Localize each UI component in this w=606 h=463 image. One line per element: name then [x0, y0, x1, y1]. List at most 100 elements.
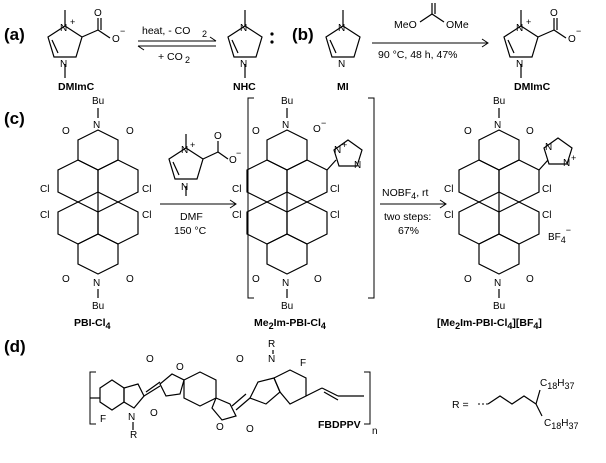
atom-n: N [338, 23, 345, 34]
r-group-label: R = [452, 399, 469, 411]
cond-c1-temp: 150 °C [174, 225, 207, 237]
cond-c2-yield: 67% [398, 225, 419, 237]
cond-b-reagent: MeO [394, 19, 417, 31]
imide-n-bot: N [282, 278, 289, 289]
dmimc-product-structure: N + N O − O [503, 8, 581, 78]
charge-minus: − [120, 26, 125, 36]
arrow-c2 [380, 199, 447, 209]
dmimc-structure: N + N O − O [47, 8, 125, 78]
cond-a-reverse: + CO [158, 51, 183, 63]
n-right: N [268, 354, 275, 365]
o-left-oxindole: O [150, 408, 158, 419]
cond-a-reverse-sub: 2 [185, 55, 190, 65]
charge-minus: − [236, 148, 241, 158]
arrow-c1 [160, 199, 237, 209]
o-top-right: O [526, 126, 534, 137]
equilibrium-arrow [137, 36, 217, 51]
r-group-structure: R = C18H37 C18H37 [452, 378, 579, 431]
cl-1: Cl [232, 184, 241, 195]
imid-n: N [354, 160, 361, 171]
o-bot-right: O [526, 274, 534, 285]
atom-o: O [214, 131, 222, 142]
imide-n-top: N [494, 120, 501, 131]
cl-3: Cl [40, 210, 49, 221]
o-right-oxindole: O [236, 354, 244, 365]
atom-o-minus: O [229, 155, 237, 166]
repeat-n: n [372, 426, 378, 437]
atom-n-plus: N [516, 23, 523, 34]
dimethyl-carbonate [419, 3, 445, 23]
r-branch-2: C18H37 [544, 418, 579, 431]
o-bot-left: O [464, 274, 472, 285]
imid-n: N [545, 142, 552, 153]
atom-o: O [94, 8, 102, 19]
intermediate-brackets [247, 97, 375, 299]
f-right: F [300, 358, 306, 369]
compound-fbdppv: FBDPPV [318, 419, 361, 431]
r-branch-1: C18H37 [540, 378, 575, 391]
charge-plus: + [571, 153, 576, 163]
o-top-left: O [464, 126, 472, 137]
imide-n-top: N [93, 120, 100, 131]
charge-plus: + [70, 17, 75, 27]
pbi-cl4-structure: Bu N O O Cl Cl Cl Cl O O N Bu [40, 96, 151, 312]
imid-n-plus: N [334, 145, 341, 156]
cl-2: Cl [542, 184, 551, 195]
atom-n: N [60, 59, 67, 70]
r-right: R [268, 339, 275, 350]
bu-bot: Bu [92, 301, 104, 312]
atom-o: O [550, 8, 558, 19]
compound-product: [Me2Im-PBI-Cl4][BF4] [437, 317, 542, 331]
compound-pbi-cl4: PBI-Cl4 [74, 317, 111, 331]
cond-a-forward-sub: 2 [202, 29, 207, 39]
counterion-bf4: BF4− [548, 225, 571, 245]
atom-n-plus: N [181, 145, 188, 156]
panel-label-c: (c) [4, 109, 25, 128]
compound-mi: MI [337, 81, 349, 93]
nhc-structure: N N [227, 10, 274, 78]
cl-1: Cl [40, 184, 49, 195]
cond-b-conditions: 90 °C, 48 h, 47% [378, 49, 458, 61]
cl-3: Cl [232, 210, 241, 221]
cond-b-reagent2: OMe [446, 19, 469, 31]
cond-c1-solvent: DMF [180, 211, 203, 223]
fbdppv-structure: n F N R O O O O O N R O F [89, 339, 378, 441]
charge-plus: + [526, 17, 531, 27]
bu-bot: Bu [493, 301, 505, 312]
imid-n-plus: N [563, 158, 570, 169]
atom-n: N [516, 59, 523, 70]
o-center-1: O [146, 354, 154, 365]
atom-n: N [240, 23, 247, 34]
compound-me2im-pbi-cl4: Me2Im-PBI-Cl4 [254, 317, 326, 331]
o-top-right: O [126, 126, 134, 137]
cond-a-forward: heat, - CO [142, 25, 190, 37]
panel-label-d: (d) [4, 337, 26, 356]
me2im-pbi-cl4-structure: Bu N O O − N + N Cl Cl Cl Cl O O N Bu [232, 96, 363, 312]
charge-minus: − [576, 26, 581, 36]
charge-minus: − [321, 118, 326, 128]
o-center-2: O [176, 362, 184, 373]
compound-dmimc: DMImC [58, 81, 95, 93]
panel-label-b: (b) [292, 25, 314, 44]
o-bot-left: O [252, 274, 260, 285]
imide-n-bot: N [93, 278, 100, 289]
mi-structure: N N [325, 10, 361, 70]
charge-plus: + [342, 140, 347, 150]
atom-n: N [240, 59, 247, 70]
o-bot-left: O [62, 274, 70, 285]
arrow-b [372, 38, 489, 48]
bu-top: Bu [281, 96, 293, 107]
o-top-left: O [62, 126, 70, 137]
cl-4: Cl [330, 210, 339, 221]
cond-c2-reagent: NOBF4, rt [382, 187, 429, 201]
bu-top: Bu [92, 96, 104, 107]
imide-n-bot: N [494, 278, 501, 289]
panel-label-a: (a) [4, 25, 25, 44]
o-minus: O [313, 124, 321, 135]
charge-plus: + [190, 140, 195, 150]
compound-nhc: NHC [233, 81, 256, 93]
f-left: F [100, 414, 106, 425]
imide-n-top: N [282, 120, 289, 131]
cl-2: Cl [142, 184, 151, 195]
